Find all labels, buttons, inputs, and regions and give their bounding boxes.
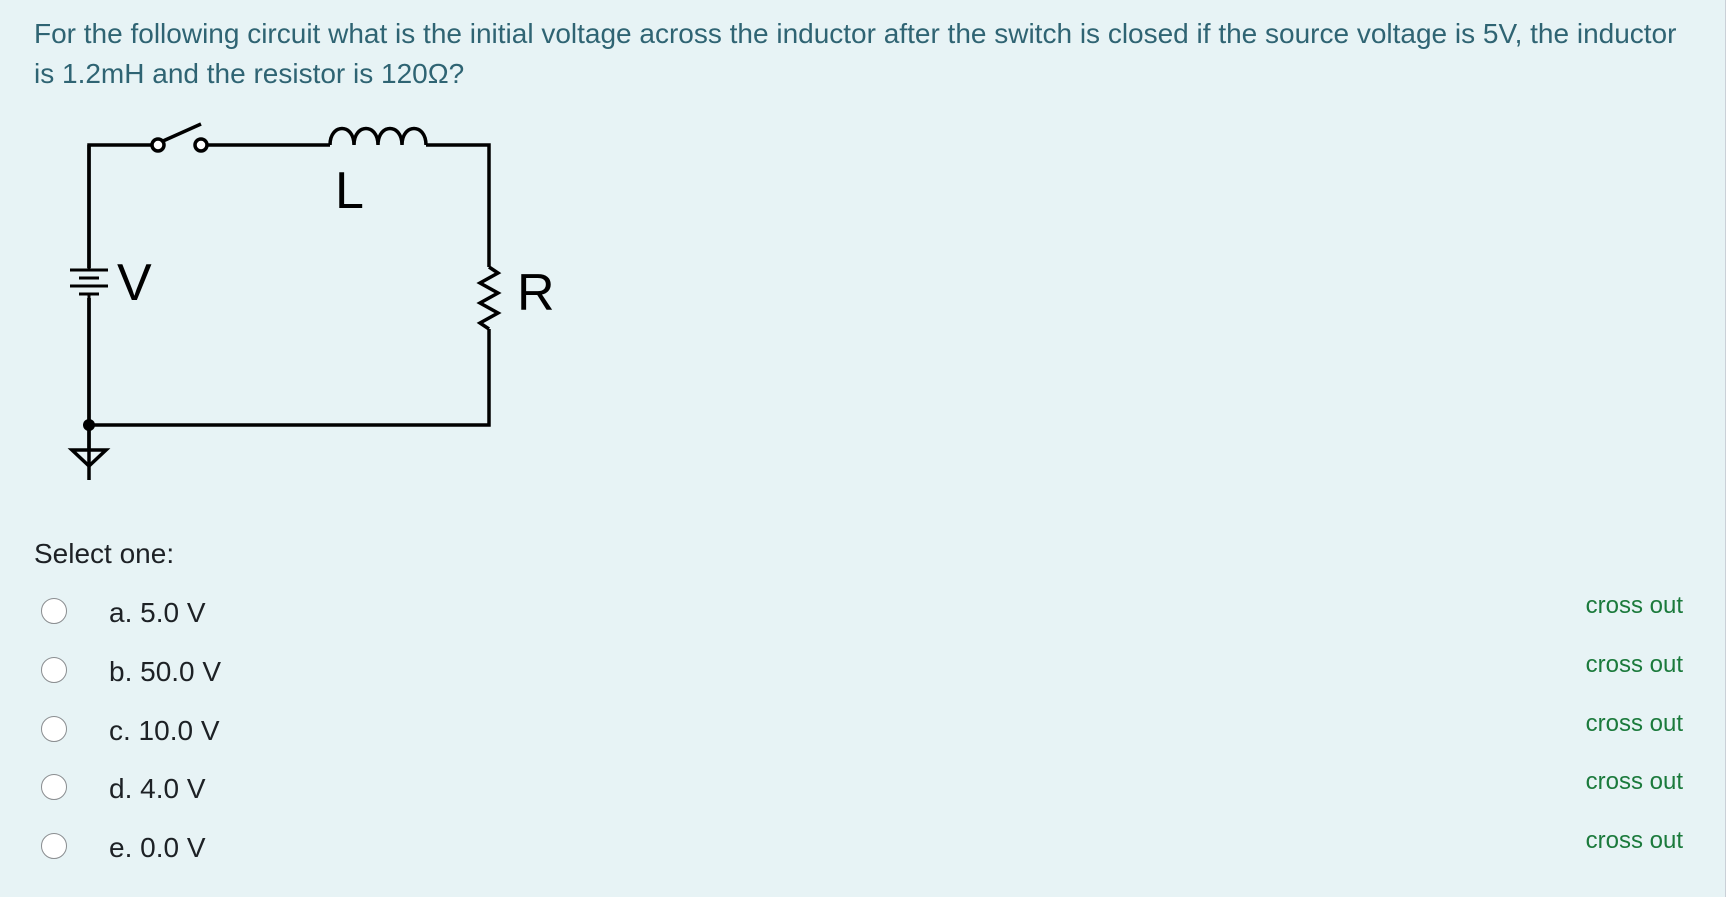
battery-symbol (70, 256, 108, 306)
resistor-label: R (517, 264, 555, 322)
select-one-prompt: Select one: (34, 538, 175, 569)
wire-bottom (89, 329, 491, 427)
radio-button-e[interactable] (41, 833, 67, 859)
inductor-coil (328, 126, 428, 146)
circuit-diagram: L V R (67, 122, 555, 480)
radio-button-d[interactable] (41, 774, 67, 800)
radio-button-c[interactable] (41, 716, 67, 742)
cross-out-link-c[interactable]: cross out (1585, 710, 1683, 737)
answer-option-a[interactable]: a. 5.0 V cross out (0, 591, 1726, 641)
answer-option-c[interactable]: c. 10.0 V cross out (0, 709, 1726, 759)
answer-option-e[interactable]: e. 0.0 V cross out (0, 826, 1726, 876)
ground-symbol (67, 448, 111, 469)
switch-terminal-left (150, 137, 166, 153)
question-text: For the following circuit what is the in… (34, 18, 1677, 89)
junction-dot (83, 419, 95, 431)
cross-out-link-e[interactable]: cross out (1585, 827, 1683, 854)
switch-blade (162, 122, 202, 143)
resistor-zigzag (476, 265, 502, 331)
source-label: V (117, 254, 152, 312)
cross-out-link-b[interactable]: cross out (1585, 651, 1683, 678)
cross-out-link-d[interactable]: cross out (1585, 768, 1683, 795)
answer-option-b[interactable]: b. 50.0 V cross out (0, 650, 1726, 700)
radio-button-a[interactable] (41, 598, 67, 624)
inductor-label: L (335, 162, 364, 220)
answer-label-d[interactable]: d. 4.0 V (109, 773, 206, 804)
wire-left-top (87, 143, 152, 480)
answer-label-e[interactable]: e. 0.0 V (109, 832, 206, 863)
battery-gap (80, 268, 98, 298)
answer-option-d[interactable]: d. 4.0 V cross out (0, 767, 1726, 817)
answer-label-c[interactable]: c. 10.0 V (109, 715, 220, 746)
cross-out-link-a[interactable]: cross out (1585, 592, 1683, 619)
radio-button-b[interactable] (41, 657, 67, 683)
switch-terminal-right (193, 137, 209, 153)
answer-label-a[interactable]: a. 5.0 V (109, 597, 206, 628)
wire-right-top (426, 143, 491, 267)
answer-label-b[interactable]: b. 50.0 V (109, 656, 222, 687)
